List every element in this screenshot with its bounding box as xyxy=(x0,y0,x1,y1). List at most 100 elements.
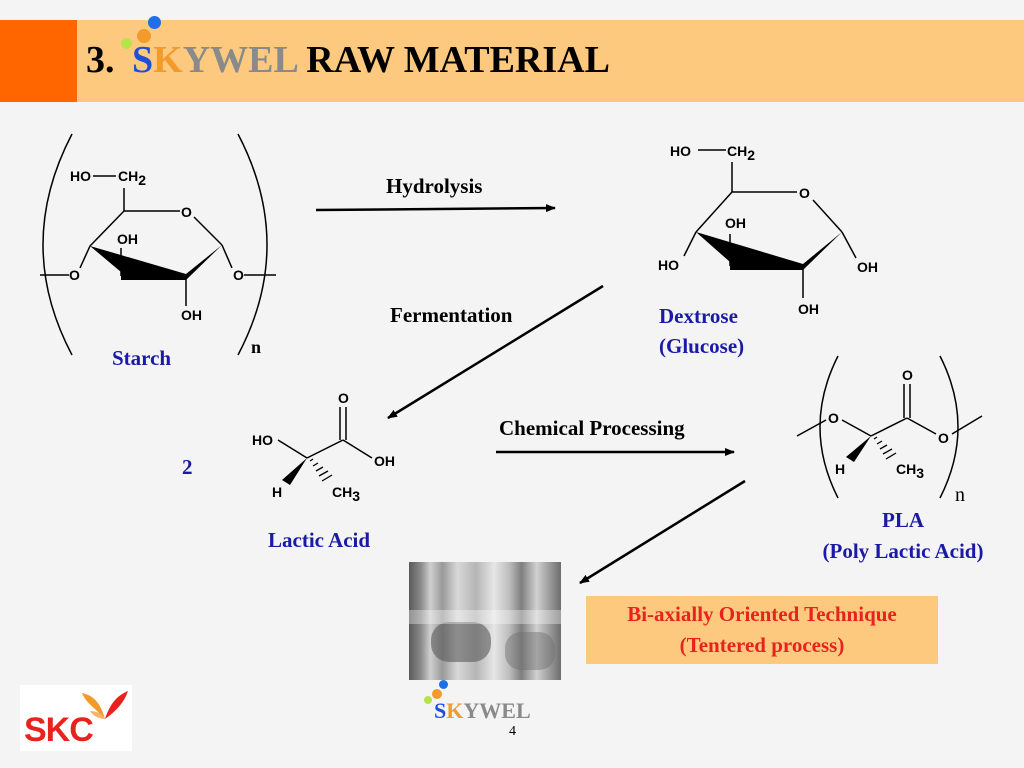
atom-label: CH2 xyxy=(118,168,146,188)
bond xyxy=(79,245,91,269)
page-number: 4 xyxy=(509,724,516,739)
hashed-bond xyxy=(873,436,897,460)
footer-brand-letter: S xyxy=(434,698,447,723)
starch-ring-front-bond xyxy=(90,246,186,280)
title-brand-letter: K xyxy=(153,39,183,81)
pla-label: PLA xyxy=(882,508,924,532)
pla-bracket-right xyxy=(939,355,959,499)
pla-bracket-left xyxy=(819,355,839,499)
bond xyxy=(796,419,827,437)
pla-structure: O O O H CH3 xyxy=(796,355,983,499)
technique-line-2: (Tentered process) xyxy=(679,633,845,657)
lactic-acid-label: Lactic Acid xyxy=(268,528,371,552)
atom-label: O xyxy=(233,267,244,283)
chemical-processing-label: Chemical Processing xyxy=(499,416,685,440)
coefficient-label: 2 xyxy=(182,455,193,479)
starch-structure: HO CH2 O OH OH O O xyxy=(40,133,276,356)
photo-roll-shape xyxy=(431,622,491,662)
dextrose-structure: HO CH2 O OH HO OH OH xyxy=(658,143,878,317)
title-dot-orange xyxy=(137,29,151,43)
atom-label: O xyxy=(938,430,949,446)
starch-bracket-right xyxy=(237,133,268,356)
footer-brand: SKYWEL xyxy=(434,698,531,724)
title-number: 3. xyxy=(86,39,115,81)
bond xyxy=(683,231,697,257)
title-brand-letter: W xyxy=(210,39,249,81)
pla-full-label: (Poly Lactic Acid) xyxy=(822,539,984,563)
title-dot-green xyxy=(121,38,132,49)
atom-label: HO xyxy=(670,143,691,159)
pla-repeat-n: n xyxy=(955,484,965,506)
butterfly-icon xyxy=(82,691,128,719)
atom-label: CH2 xyxy=(727,143,755,163)
footer-dot-green xyxy=(424,696,432,704)
technique-box: Bi-axially Oriented Technique (Tentered … xyxy=(586,596,938,664)
title-brand-letter: E xyxy=(248,39,274,81)
footer-brand-letter: L xyxy=(515,698,531,723)
atom-label: HO xyxy=(70,168,91,184)
bond xyxy=(342,439,373,459)
atom-label: O xyxy=(181,204,192,220)
starch-repeat-n: n xyxy=(251,337,262,357)
skc-logo-text: SKC xyxy=(24,711,94,749)
bond xyxy=(221,244,233,269)
bond xyxy=(695,191,733,233)
bond xyxy=(841,231,857,259)
starch-label: Starch xyxy=(112,346,172,370)
atom-label: OH xyxy=(857,259,878,275)
bond xyxy=(870,417,908,437)
atom-label: OH xyxy=(181,307,202,323)
title-dot-blue xyxy=(148,16,161,29)
title-brand-letter: S xyxy=(132,39,154,81)
atom-label: O xyxy=(902,367,913,383)
footer-dot-blue xyxy=(439,680,448,689)
technique-line-1: Bi-axially Oriented Technique xyxy=(627,602,897,626)
bond xyxy=(193,216,223,246)
dextrose-ring-right-wedge xyxy=(803,232,842,270)
atom-label: OH xyxy=(725,215,746,231)
lactic-acid-structure: O HO OH H CH3 xyxy=(252,390,395,504)
title-brand-letter: Y xyxy=(182,39,211,81)
atom-label: H xyxy=(272,484,282,500)
bond xyxy=(951,415,983,435)
photo-roll-shape xyxy=(505,632,555,670)
bond xyxy=(277,439,308,459)
bond xyxy=(89,210,125,247)
bond xyxy=(812,199,843,233)
hydrolysis-label: Hydrolysis xyxy=(386,174,483,198)
photo-highlight xyxy=(409,610,561,624)
wedge-bond xyxy=(282,458,307,485)
footer-brand-letter: Y xyxy=(463,698,480,723)
footer-brand-letter: W xyxy=(479,698,502,723)
starch-ring-right-wedge xyxy=(186,245,222,280)
bond xyxy=(906,417,937,435)
hashed-bond xyxy=(309,458,333,482)
footer-dot-orange xyxy=(432,689,442,699)
fermentation-arrow xyxy=(387,284,604,420)
footer-brand-letter: E xyxy=(501,698,516,723)
atom-label: H xyxy=(835,461,845,477)
hydrolysis-arrow xyxy=(315,204,556,213)
atom-label: O xyxy=(828,410,839,426)
dextrose-ring-front-bond xyxy=(696,232,803,270)
bond xyxy=(306,439,344,459)
title-brand: SKYWEL xyxy=(132,39,297,81)
tenter-arrow xyxy=(579,479,746,585)
atom-label: OH xyxy=(374,453,395,469)
title-rest: RAW MATERIAL xyxy=(306,39,610,81)
atom-label: CH3 xyxy=(896,461,924,481)
glucose-label: (Glucose) xyxy=(659,334,745,358)
wedge-bond xyxy=(846,436,871,462)
atom-label: HO xyxy=(252,432,273,448)
atom-label: OH xyxy=(798,301,819,317)
footer-brand-letter: K xyxy=(446,698,464,723)
atom-label: OH xyxy=(117,231,138,247)
fermentation-label: Fermentation xyxy=(390,303,513,327)
bond xyxy=(841,419,872,437)
page-title: 3. SKYWEL RAW MATERIAL xyxy=(86,38,610,82)
title-accent-block xyxy=(0,20,77,102)
skc-logo: SKC xyxy=(20,685,132,751)
atom-label: O xyxy=(69,267,80,283)
title-bar xyxy=(0,20,1024,102)
